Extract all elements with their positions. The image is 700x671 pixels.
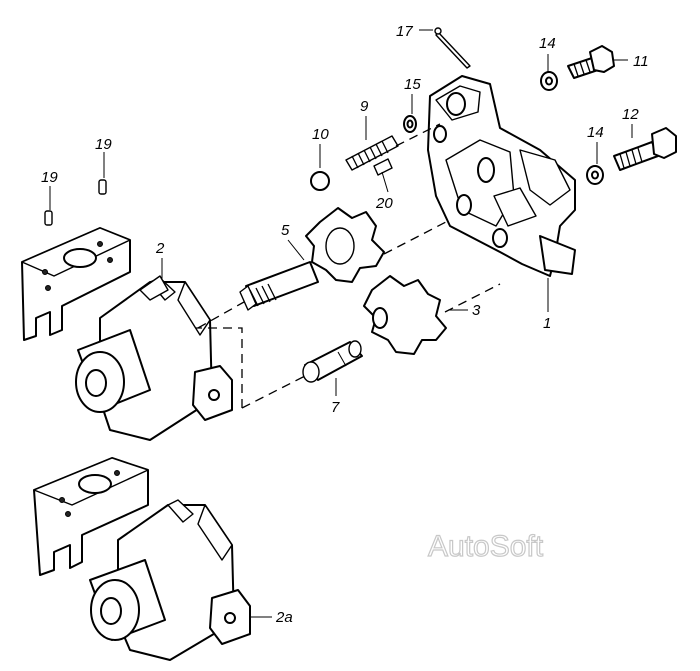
axle-7 — [302, 340, 363, 383]
plunger-20 — [373, 158, 393, 176]
watermark-logo: AutoSoft — [428, 530, 544, 563]
pump-cover-1 — [427, 75, 576, 277]
callout-20: 20 — [375, 195, 393, 212]
callout-5: 5 — [281, 222, 290, 239]
callout-17: 17 — [396, 23, 413, 40]
pump-housing-2a — [33, 457, 251, 661]
driven-gear-3 — [363, 275, 447, 355]
pin-19-right — [98, 179, 107, 195]
callout-15: 15 — [404, 76, 421, 93]
bolt-12 — [613, 127, 677, 171]
pin-19-left — [44, 210, 53, 226]
alignment-guides — [196, 123, 501, 409]
ball-10 — [310, 171, 330, 191]
washer-14-upper — [540, 71, 558, 91]
callout-2a: 2a — [275, 609, 293, 626]
callout-1: 1 — [543, 315, 551, 332]
callout-9: 9 — [360, 98, 369, 115]
callout-19-right: 19 — [95, 136, 112, 153]
washer-15 — [403, 115, 417, 133]
callout-19-left: 19 — [41, 169, 58, 186]
washer-14-lower — [586, 165, 604, 185]
callout-11: 11 — [633, 53, 649, 70]
bolt-11 — [567, 45, 615, 79]
callout-14-upper: 14 — [539, 35, 556, 52]
callout-10: 10 — [312, 126, 329, 143]
callout-14-lower: 14 — [587, 124, 604, 141]
drive-gear-shaft-5 — [239, 207, 385, 311]
leader-lines — [49, 29, 633, 618]
callout-12: 12 — [622, 106, 639, 123]
pump-housing-2 — [21, 227, 233, 441]
callout-2: 2 — [155, 240, 165, 257]
cotter-pin-17 — [434, 27, 471, 69]
spring-9 — [345, 135, 399, 171]
callout-7: 7 — [331, 399, 340, 416]
callout-labels: 17 14 11 15 9 10 12 14 19 19 20 5 2 3 1 … — [41, 23, 649, 626]
callout-3: 3 — [472, 302, 481, 319]
